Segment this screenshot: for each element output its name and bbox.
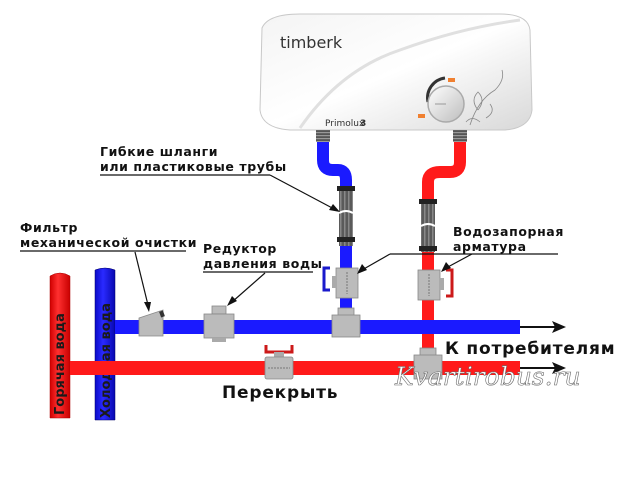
temperature-dial[interactable]: [418, 76, 465, 123]
heater-model-name: Primolux: [325, 119, 365, 129]
heater-brand-logo: timberk: [280, 33, 343, 52]
shutoff-callout: Водозапорная арматура: [357, 224, 564, 274]
shutoff-label-line2: арматура: [453, 239, 527, 254]
close-bypass-label: Перекрыть: [222, 383, 338, 403]
filter-label-line2: механической очистки: [20, 235, 197, 250]
hot-water-riser: Горячая вода: [49, 272, 71, 419]
hot-shutoff-valve[interactable]: [417, 268, 454, 301]
hot-return-line: [419, 142, 466, 350]
cold-tee-fitting: [331, 307, 361, 338]
shutoff-label-line1: Водозапорная: [453, 224, 564, 239]
mechanical-filter: [138, 309, 165, 337]
cold-supply-line: [317, 142, 355, 320]
floral-decoration-icon: [465, 69, 504, 126]
hoses-callout: Гибкие шланги или пластиковые трубы: [100, 144, 340, 212]
filter-callout: Фильтр механической очистки: [20, 220, 197, 312]
cold-flexible-hose: [339, 186, 353, 246]
cold-inlet-thread: [316, 130, 330, 142]
hot-valve-handle[interactable]: [446, 268, 454, 298]
cold-water-riser: Холодная вода: [94, 267, 116, 421]
hoses-label-line1: Гибкие шланги: [100, 144, 218, 159]
hot-outlet-thread: [453, 130, 467, 142]
hoses-label-line2: или пластиковые трубы: [100, 159, 287, 174]
hot-main-pipe: [70, 361, 520, 375]
cold-water-riser-label: Холодная вода: [99, 303, 114, 418]
hot-flexible-hose: [421, 200, 435, 252]
reducer-label-line2: давления воды: [203, 256, 323, 271]
heater-model-number: 3: [360, 119, 366, 129]
hot-tee-fitting: [413, 347, 443, 380]
watermark: Kvartirobus.ru: [394, 362, 581, 391]
bypass-valve-handle[interactable]: [264, 345, 294, 354]
cold-shutoff-valve[interactable]: [322, 266, 359, 299]
water-heater: timberk Primolux 3: [259, 13, 533, 131]
reducer-callout: Редуктор давления воды: [203, 241, 323, 306]
cold-outlet-arrow-icon: [520, 321, 566, 333]
hot-outlet-arrow-icon: [520, 362, 566, 374]
hot-water-riser-label: Горячая вода: [53, 313, 68, 415]
filter-label-line1: Фильтр: [20, 220, 78, 235]
reducer-label-line1: Редуктор: [203, 241, 277, 256]
heater-model-label: Primolux 3: [325, 119, 366, 129]
consumers-label: К потребителям: [445, 339, 615, 359]
cold-valve-handle[interactable]: [322, 266, 330, 292]
bypass-shutoff-valve[interactable]: [264, 345, 294, 380]
cold-main-pipe: [115, 320, 520, 334]
pressure-reducer: [203, 305, 235, 342]
